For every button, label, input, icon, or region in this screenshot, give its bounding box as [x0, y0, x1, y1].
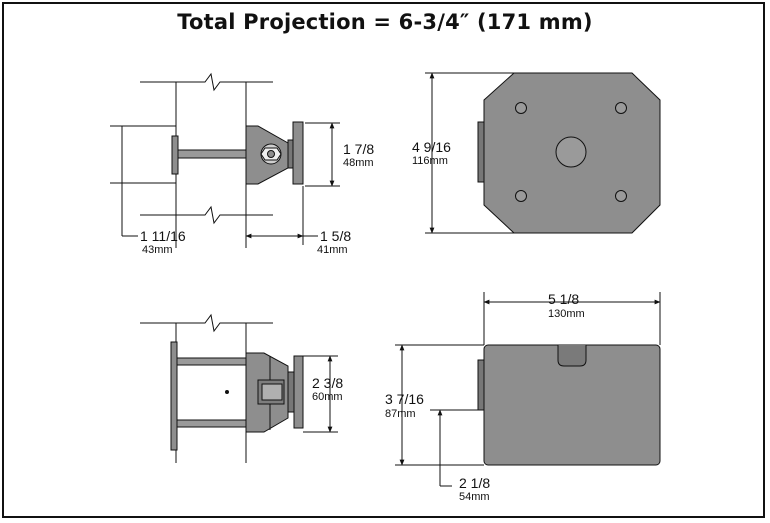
dim-bottom-height-mm: 87mm [385, 408, 416, 420]
dim-side-top-right-inch: 1 5/8 [320, 228, 352, 244]
dim-bottom-lower-mm: 54mm [459, 491, 490, 503]
dim-front-height-inch: 4 9/16 [412, 139, 451, 155]
dim-bottom-lower-inch: 2 1/8 [459, 475, 491, 491]
drawing-frame [2, 2, 765, 518]
dim-bottom-height-inch: 3 7/16 [385, 391, 424, 407]
dim-side-top-height-mm: 48mm [343, 157, 374, 169]
dim-side-top-height-inch: 1 7/8 [343, 141, 375, 157]
dim-bottom-width-mm: 130mm [548, 308, 585, 320]
dim-side-top-left-inch: 1 11/16 [140, 228, 186, 244]
dim-front-height-mm: 116mm [412, 155, 448, 167]
side-view-top [110, 72, 340, 248]
dim-bottom-width-inch: 5 1/8 [548, 291, 580, 307]
side-view-bottom [140, 313, 338, 463]
dim-side-bottom-height-inch: 2 3/8 [312, 375, 344, 391]
dim-side-bottom-height-mm: 60mm [312, 391, 343, 403]
bottom-view [395, 292, 661, 487]
page-title: Total Projection = 6-3/4″ (171 mm) [177, 10, 593, 34]
dim-side-top-right-mm: 41mm [317, 244, 348, 256]
dim-side-top-left-mm: 43mm [142, 244, 173, 256]
front-view [425, 72, 661, 234]
